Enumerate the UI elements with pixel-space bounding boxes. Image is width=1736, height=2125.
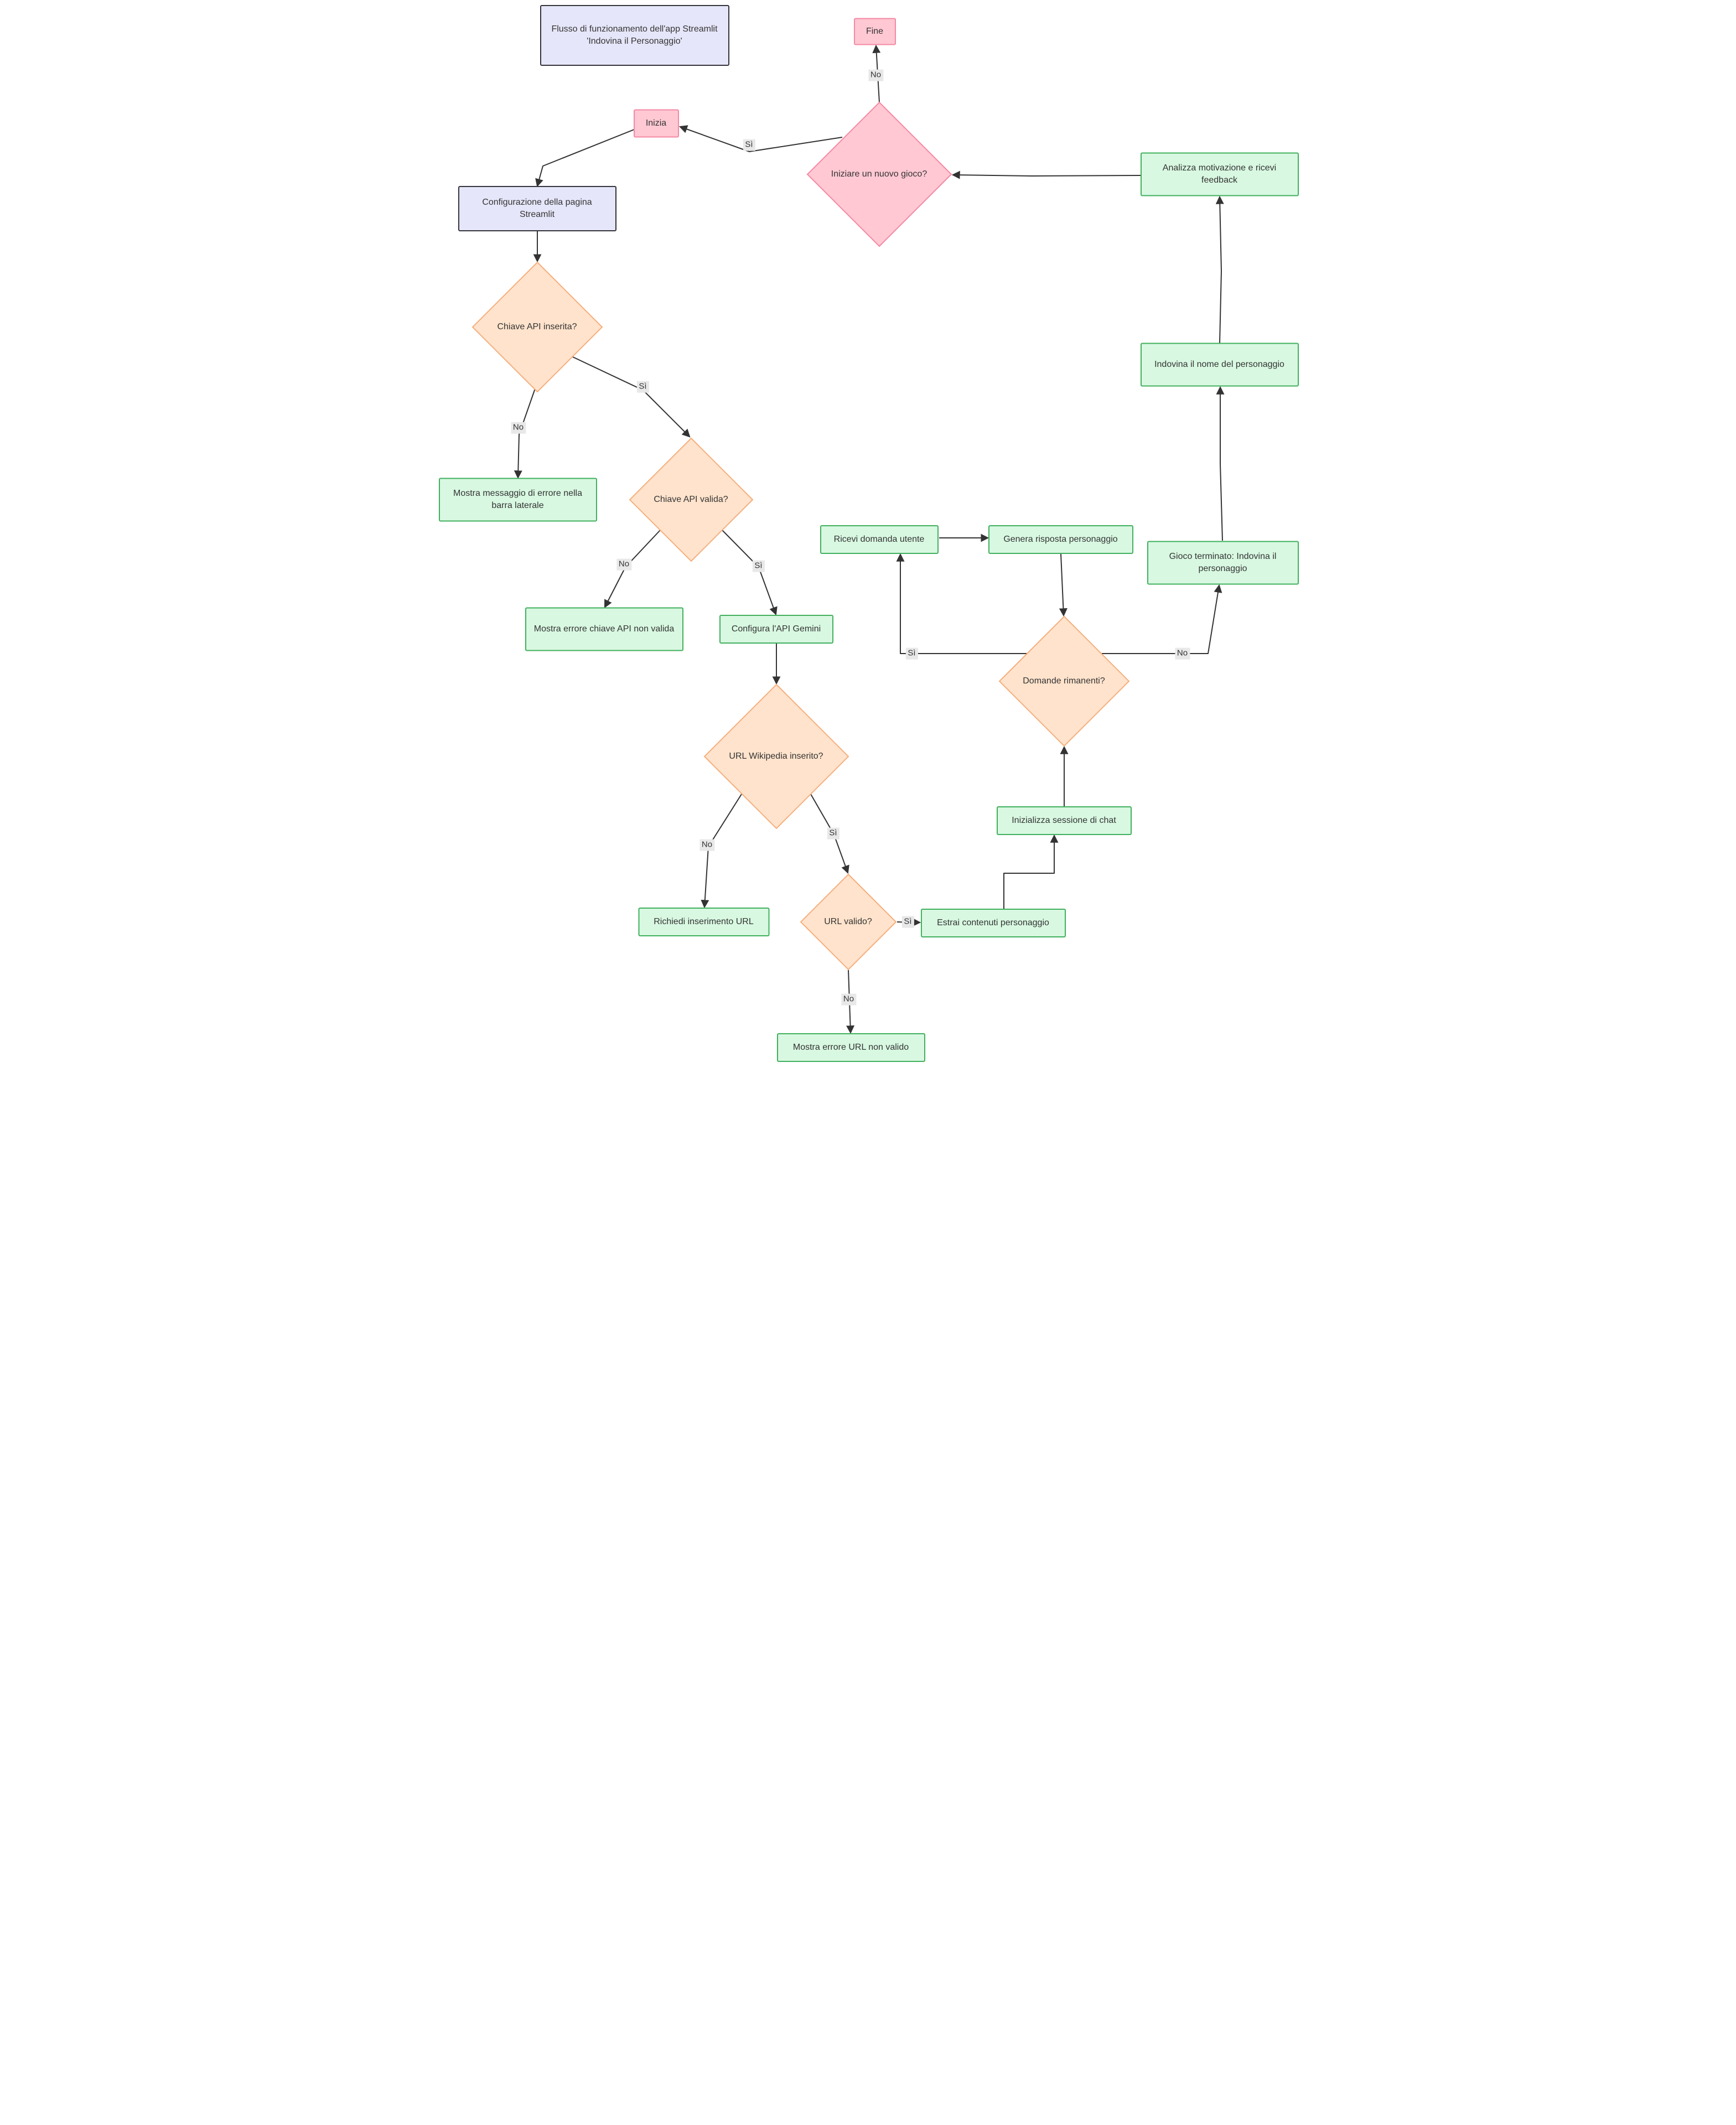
edge-label-apivalid-si-gemini: Sì xyxy=(752,560,765,572)
edge-analizza-newgame xyxy=(951,170,1141,179)
edge-indovina-analizza xyxy=(1215,195,1224,344)
edge-label-apiinserted-si-apivalid: Sì xyxy=(636,381,649,393)
edge-label-apivalid-no-errapi: No xyxy=(616,558,632,571)
node-shape-req-url xyxy=(638,908,769,936)
edge-layer xyxy=(438,5,1299,1062)
node-shape-q-newgame xyxy=(806,101,952,247)
node-shape-init-chat xyxy=(996,806,1132,835)
edge-label-urlinserted-si-urlvalid: Sì xyxy=(827,827,840,839)
edge-apivalid-no-errapi xyxy=(604,530,661,609)
node-shape-title xyxy=(540,5,729,66)
node-shape-q-url-valid xyxy=(800,873,896,971)
edge-label-questions-si-ricevi: Sì xyxy=(905,647,918,660)
node-shape-genera xyxy=(988,525,1133,554)
node-shape-q-url-inserted xyxy=(703,683,849,830)
edge-apiinserted-no-errsidebar xyxy=(514,388,536,479)
edge-gioco-indovina xyxy=(1216,386,1224,541)
node-shape-analizza xyxy=(1140,152,1299,196)
node-shape-fine xyxy=(853,18,896,45)
node-shape-gioco-term xyxy=(1147,541,1299,585)
edge-label-apiinserted-no-errsidebar: No xyxy=(510,422,526,434)
node-shape-q-api-inserted xyxy=(471,261,603,393)
edge-label-newgame-si-inizia: Sì xyxy=(743,139,755,151)
edge-label-urlvalid-no-errurl: No xyxy=(841,993,857,1006)
edge-apivalid-si-gemini xyxy=(721,530,778,616)
edge-questions-si-ricevi xyxy=(896,553,1027,654)
edge-inizia-config xyxy=(535,129,634,188)
node-shape-estrai xyxy=(920,909,1066,937)
node-shape-q-questions xyxy=(998,615,1129,747)
edge-apiinserted-si-apivalid xyxy=(572,356,691,438)
edge-questions-no-gioco xyxy=(1101,584,1222,654)
node-shape-inizia xyxy=(633,109,679,138)
node-shape-err-url xyxy=(776,1033,925,1062)
edge-label-newgame-no-fine: No xyxy=(868,69,884,81)
edge-genera-questions xyxy=(1059,553,1067,617)
node-shapes-group xyxy=(438,5,1299,1062)
edge-label-questions-no-gioco: No xyxy=(1174,647,1190,660)
edge-label-urlvalid-si-estrai: Sì xyxy=(901,916,914,928)
node-shape-config-gemini xyxy=(719,615,833,644)
node-shape-q-api-valid xyxy=(629,437,753,562)
edge-estrai-initchat xyxy=(1003,834,1058,909)
node-shape-err-sidebar xyxy=(438,478,597,522)
node-shape-indovina-nome xyxy=(1140,343,1299,387)
node-shape-config-page xyxy=(458,186,616,231)
node-shape-ricevi xyxy=(820,525,939,554)
node-shape-err-api xyxy=(525,607,683,651)
edge-newgame-si-inizia xyxy=(678,125,842,152)
edge-label-urlinserted-no-requrl: No xyxy=(699,839,715,851)
